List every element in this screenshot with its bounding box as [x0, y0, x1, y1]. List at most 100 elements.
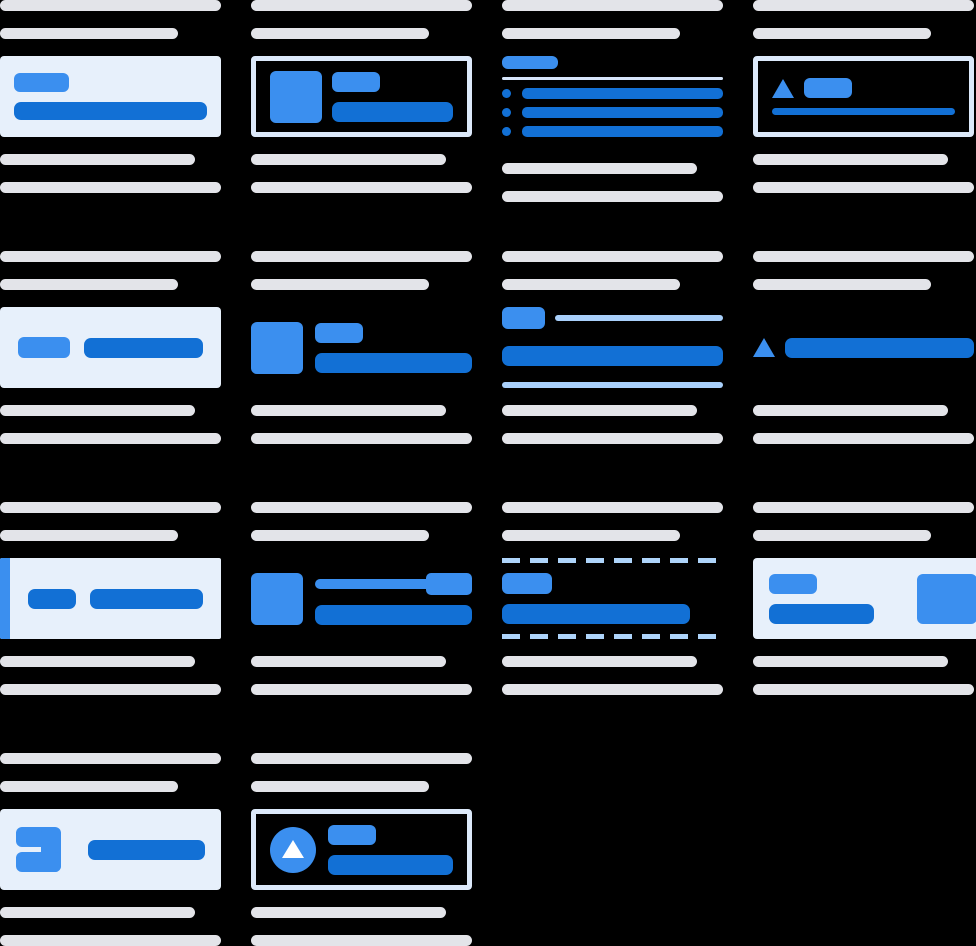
primary-bar[interactable]	[502, 604, 690, 624]
primary-bar[interactable]	[769, 603, 874, 624]
skeleton-line-medium	[251, 405, 446, 416]
footer-rule	[502, 382, 723, 388]
skeleton-line-full	[251, 182, 472, 193]
content-accent-panel[interactable]	[0, 558, 221, 639]
text-stack	[315, 572, 472, 625]
skeleton-line-short	[753, 530, 931, 541]
cell-r1c3[interactable]	[502, 0, 723, 202]
skeleton-line-full	[251, 684, 472, 695]
list-item[interactable]	[502, 88, 723, 99]
cell-r3c1[interactable]	[0, 502, 221, 695]
content-dashed-block[interactable]	[502, 558, 723, 639]
skeleton-line-full	[251, 433, 472, 444]
list-item[interactable]	[502, 107, 723, 118]
chip-badge[interactable]	[315, 322, 363, 343]
skeleton-line-medium	[502, 656, 697, 667]
cell-r3c3[interactable]	[502, 502, 723, 695]
skeleton-line-medium	[753, 405, 948, 416]
content-panel[interactable]	[0, 809, 221, 890]
content-panel[interactable]	[753, 558, 976, 639]
skeleton-line-full	[0, 753, 221, 764]
cell-r2c1[interactable]	[0, 251, 221, 444]
cell-r1c4[interactable]	[753, 0, 974, 193]
chip-badge[interactable]	[14, 73, 69, 92]
primary-bar[interactable]	[315, 604, 472, 625]
content-stack-block[interactable]	[502, 307, 723, 388]
content-alert-box[interactable]	[753, 56, 974, 137]
cell-r4c1[interactable]	[0, 753, 221, 946]
dashed-rule-top	[502, 558, 723, 563]
skeleton-line-short	[0, 781, 178, 792]
list-item-bar	[522, 107, 723, 118]
chip-badge[interactable]	[804, 78, 852, 98]
skeleton-line-medium	[251, 656, 446, 667]
cell-r1c2[interactable]	[251, 0, 472, 193]
cell-r1c1[interactable]	[0, 0, 221, 193]
skeleton-line-short	[0, 279, 178, 290]
primary-bar[interactable]	[332, 101, 453, 122]
content-media-block[interactable]	[251, 558, 472, 639]
primary-bar[interactable]	[88, 839, 205, 860]
spacer	[753, 290, 974, 307]
spacer	[0, 388, 221, 405]
primary-bar[interactable]	[785, 337, 974, 358]
list-item[interactable]	[502, 126, 723, 137]
skeleton-line-medium	[0, 656, 195, 667]
skeleton-line-full	[502, 502, 723, 513]
content-inline-block[interactable]	[753, 307, 974, 388]
content-panel[interactable]	[0, 56, 221, 137]
text-stack	[315, 322, 472, 373]
chip-badge[interactable]	[502, 307, 545, 329]
primary-bar[interactable]	[14, 101, 207, 120]
chip-badge[interactable]	[332, 71, 380, 92]
primary-bar[interactable]	[84, 337, 203, 358]
skeleton-line-short	[502, 28, 680, 39]
pill-badge[interactable]	[28, 588, 76, 609]
cell-r2c2[interactable]	[251, 251, 472, 444]
skeleton-line-full	[502, 251, 723, 262]
spacer	[251, 639, 472, 656]
skeleton-line-short	[753, 28, 931, 39]
spacer	[0, 792, 221, 809]
chip-badge[interactable]	[426, 572, 472, 595]
skeleton-line-medium	[502, 405, 697, 416]
content-outlined-box[interactable]	[251, 809, 472, 890]
primary-bar[interactable]	[328, 854, 453, 875]
content-panel[interactable]	[0, 307, 221, 388]
chip-badge[interactable]	[18, 337, 70, 358]
cell-r2c3[interactable]	[502, 251, 723, 444]
chip-badge[interactable]	[769, 573, 817, 594]
circle-play-triangle-icon[interactable]	[270, 826, 316, 873]
primary-bar[interactable]	[502, 345, 723, 366]
skeleton-line-short	[251, 530, 429, 541]
cell-r3c2[interactable]	[251, 502, 472, 695]
cell-r3c4[interactable]	[753, 502, 976, 695]
skeleton-line-full	[0, 502, 221, 513]
content-media-block[interactable]	[251, 307, 472, 388]
skeleton-line-full	[502, 0, 723, 11]
skeleton-line-full	[251, 753, 472, 764]
chip-badge[interactable]	[328, 824, 376, 845]
primary-bar[interactable]	[315, 352, 472, 373]
spacer	[251, 890, 472, 907]
spacer	[0, 541, 221, 558]
reply-arrow-icon	[16, 827, 76, 872]
chip-badge[interactable]	[502, 573, 552, 594]
content-list-block[interactable]	[502, 56, 723, 137]
chip-badge[interactable]	[502, 56, 558, 69]
skeleton-line-full	[0, 0, 221, 11]
skeleton-line-short	[251, 28, 429, 39]
primary-bar[interactable]	[90, 588, 203, 609]
cell-r4c2[interactable]	[251, 753, 472, 946]
skeleton-line-full	[753, 684, 974, 695]
primary-bar[interactable]	[772, 108, 955, 115]
content-outlined-box[interactable]	[251, 56, 472, 137]
skeleton-line-full	[502, 191, 723, 202]
alert-header	[772, 78, 955, 98]
spacer	[502, 290, 723, 307]
skeleton-line-short	[0, 28, 178, 39]
skeleton-line-full	[0, 684, 221, 695]
skeleton-line-medium	[753, 154, 948, 165]
cell-r2c4[interactable]	[753, 251, 974, 444]
skeleton-line-medium	[0, 154, 195, 165]
